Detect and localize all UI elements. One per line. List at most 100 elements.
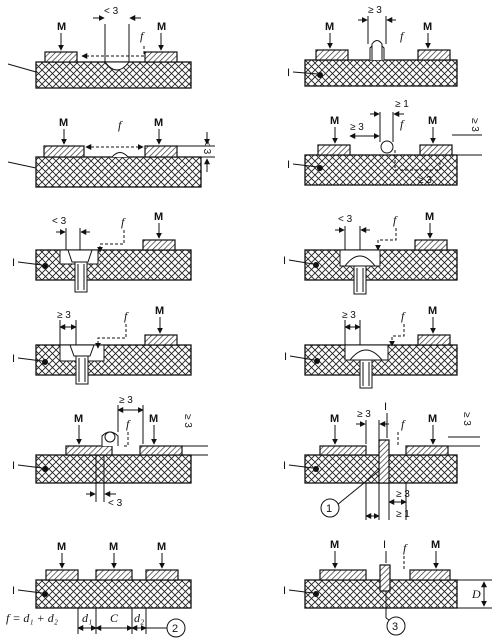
panel-2-left: M M f < 3 [7,117,215,188]
panel-5-right: M M I ≥ 3 f ≥ 3 ≥ 3 ≥ 1 1 I [283,401,480,520]
label-f: f [118,118,123,132]
label-M: M [149,413,158,425]
dimension-ge3: ≥ 3 [368,5,382,16]
insulating-base [35,249,192,281]
label-M: M [57,541,66,553]
conductor [405,445,449,456]
conductor [144,145,178,158]
formula: f = d₁ + d₂ [6,611,58,625]
dimension-lt3: < 3 [201,140,212,155]
panel-5-left: M M ≥ 3 f ≥ 3 < 3 I [12,395,208,509]
label-f: f [401,417,406,431]
label-I: I [12,460,15,472]
label-f: f [393,213,398,227]
label-M: M [154,211,163,223]
label-M: M [155,305,164,317]
label-M: M [428,115,437,127]
label-f: f [126,417,131,431]
conductor [95,569,133,581]
insulating-base [35,344,192,376]
panel-6-left: M M M d₁ C d₂ f = d₁ + d₂ 2 I [6,541,192,638]
screw [353,265,367,295]
marker-3 [386,616,406,636]
conductor [45,569,79,581]
panel-3-left: M < 3 f I [12,211,192,293]
groove [103,61,131,71]
label-M: M [109,541,118,553]
conductor [419,144,453,156]
conductor [145,569,179,581]
insulating-base [304,249,458,281]
label-d1: d₁ [82,611,92,625]
dimension-lt3: < 3 [52,216,67,227]
label-M: M [57,21,66,33]
label-M: M [325,21,334,33]
insulating-base [35,156,202,188]
label-I: I [12,353,15,365]
conductor [315,49,349,61]
dimension-lt3: < 3 [104,6,119,17]
dimension-ge3: ≥ 3 [182,414,193,428]
dimension-ge3: ≥ 3 [342,310,356,321]
conductor [139,445,183,456]
insulating-base [304,154,458,186]
conductor [144,334,178,346]
label-M: M [59,117,68,129]
label-C: C [110,611,119,625]
label-M: M [428,305,437,317]
marker-3-label: 3 [392,621,398,633]
conductor [319,569,367,581]
dimension-ge1: ≥ 1 [396,509,410,520]
label-M: M [330,539,339,551]
label-M: M [423,21,432,33]
label-M: M [157,21,166,33]
label-M: M [330,413,339,425]
screw [359,359,373,389]
screw [74,261,88,293]
conductor [417,49,451,61]
label-M: M [431,539,440,551]
label-M: M [425,211,434,223]
panel-6-right: M M I f D 3 I [283,539,492,636]
insulating-base [304,59,458,87]
conductor [409,569,451,581]
conductor [378,439,390,484]
label-f: f [121,215,126,229]
conductor [317,144,351,156]
conductor [44,51,78,63]
label-f: f [140,29,145,43]
label-I: I [383,539,386,551]
panel-3-right: M < 3 f I [283,211,458,295]
conductor [319,445,367,456]
dimension-ge3: ≥ 3 [396,489,410,500]
label-M: M [330,115,339,127]
conductor [142,239,176,251]
label-I: I [283,255,286,267]
label-f: f [400,29,405,43]
conductor [417,334,451,346]
label-M: M [157,541,166,553]
label-I: I [284,351,287,363]
dimension-ge3: ≥ 3 [461,412,472,426]
label-d2: d₂ [134,611,144,625]
marker-1-label: 1 [326,503,332,515]
conductor [379,564,391,592]
panel-2-right: M M ≥ 1 ≥ 3 f ≥ 3 ≥ 3 I [287,99,482,186]
panel-1-right: M M ≥ 3 f I [287,5,458,87]
panel-4-left: M ≥ 3 f I [12,305,192,385]
dimension-ge3: ≥ 3 [357,409,371,420]
dimension-lt3: < 3 [338,214,353,225]
insulating-base [35,579,192,609]
label-M: M [154,117,163,129]
label-I: I [384,401,387,413]
label-I: I [287,159,290,171]
screw [75,355,89,385]
dimension-ge3: ≥ 3 [469,118,480,132]
label-I: I [12,585,15,597]
label-I: I [283,585,286,597]
conductor [65,445,113,456]
label-I: I [12,257,15,269]
label-D: D [471,587,481,601]
conductor [43,145,85,158]
